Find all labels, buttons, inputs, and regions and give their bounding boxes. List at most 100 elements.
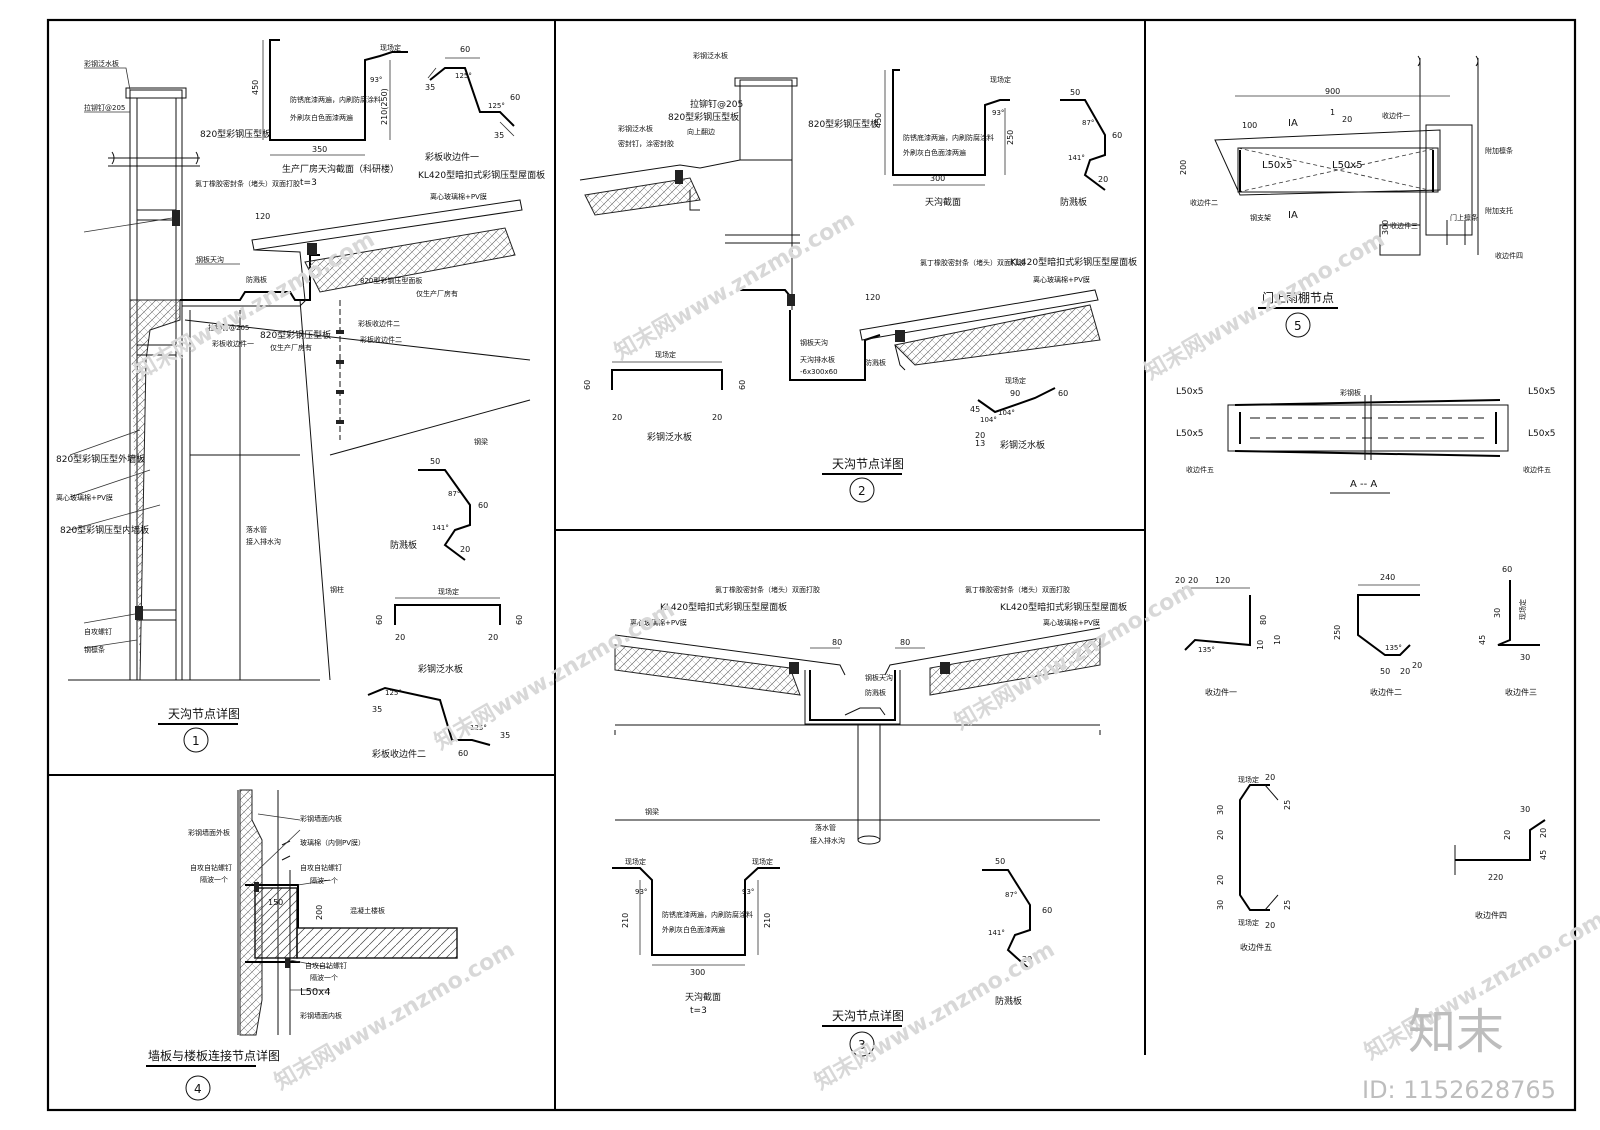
flashing-1-detail: 现场定 60 20 60 20 彩钢泛水板 (375, 587, 524, 675)
p4-label-every2: 隔波一个 (310, 876, 338, 885)
aa-l2: L50x5 (1528, 387, 1556, 397)
p5-dim-200: 200 (1179, 160, 1188, 175)
p2-fl-60b: 60 (738, 380, 747, 390)
p2-fr-title: 彩钢泛水板 (1000, 439, 1045, 451)
p2-gutter-250: 250 (1006, 130, 1015, 145)
panel1-number: 1 (192, 734, 200, 748)
trim2-angle: 125° (385, 689, 402, 697)
p4-label-concrete: 混凝土楼板 (350, 906, 385, 915)
t5-20c: 20 (1216, 830, 1225, 840)
p3-gutter-210: 210 (621, 913, 630, 928)
p3-label-splash: 防溅板 (865, 688, 886, 697)
panel-5-structure (1214, 55, 1479, 256)
t1-20: 20 (1175, 576, 1185, 585)
trim2-dim-35b: 35 (500, 731, 510, 740)
p3-splash: 50 87° 60 141° 20 防溅板 (982, 857, 1052, 1007)
label-trim2b: 彩板收边件二 (360, 335, 402, 344)
aa-panel: 彩钢板 (1340, 388, 1361, 397)
aa-l3: L50x5 (1176, 429, 1204, 439)
label-rivet: 拉铆钉@205 (84, 103, 125, 112)
trim2-angle-b: 125° (470, 724, 487, 732)
t2-250: 250 (1333, 625, 1342, 640)
p4-label-angle: L50x4 (300, 987, 331, 998)
label-downpipe: 落水管 (246, 525, 267, 534)
p5-dim-900: 900 (1325, 87, 1340, 96)
t1-80: 80 (1259, 615, 1268, 625)
t5-title: 收边件五 (1240, 942, 1272, 952)
label-wall-inner: 820型彩钢压型内墙板 (60, 524, 149, 536)
p2-splash-141: 141° (1068, 154, 1085, 162)
p2-fr-90: 90 (1010, 389, 1020, 398)
t2-20: 20 (1400, 667, 1410, 676)
t5-20b: 20 (1265, 921, 1275, 930)
t2-20b: 20 (1412, 661, 1422, 670)
trim2-dim-60: 60 (458, 749, 468, 758)
brand-logo: 知末 (1408, 1004, 1504, 1060)
p2-fl-20: 20 (612, 413, 622, 422)
p3-label-sealant-r: 氯丁橡胶密封条（堵头）双面打胶 (965, 585, 1070, 594)
p2-fr-13: 13 (975, 439, 985, 448)
p2-label-panel820: 820型彩钢压型板 (668, 111, 739, 123)
p3-splash-50: 50 (995, 857, 1005, 866)
p3-gutter-site2: 现场定 (752, 857, 773, 866)
splash-dim-50: 50 (430, 457, 440, 466)
p2-gutter-300: 300 (930, 174, 945, 183)
panel-1-leaders (69, 67, 240, 649)
aa-l1: L50x5 (1176, 387, 1204, 397)
p5-trim1: 收边件一 (1382, 111, 1410, 120)
t1-title: 收边件一 (1205, 687, 1237, 697)
t4-220: 220 (1488, 873, 1503, 882)
p2-label-flashing2: 彩钢泛水板 (618, 124, 653, 133)
label-inner-panel: 820型彩钢压型面板 (360, 276, 422, 285)
gutter-thickness: t=3 (300, 178, 317, 188)
p2-fr-104: 104° (980, 416, 997, 424)
gutter-section-1: 450 350 210(250) 防锈底漆两遍，内刷防腐涂料 外刷灰白色面漆两遍… (251, 39, 408, 188)
label-steel-beam: 钢梁 (474, 437, 488, 446)
label-purlin: 钢檩条 (84, 645, 105, 654)
t5-20d: 20 (1216, 875, 1225, 885)
panel-2-structure (579, 77, 1101, 381)
panel-3-structure (614, 627, 1101, 845)
label-wall-outer: 820型彩钢压型外墙板 (56, 453, 145, 465)
p2-splash-50: 50 (1070, 88, 1080, 97)
label-glasswool2: 离心玻璃棉+PV膜 (56, 493, 113, 502)
splash-dim-60: 60 (478, 501, 488, 510)
p2-label-plate-size: -6x300x60 (800, 368, 838, 376)
p2-label-rivet: 拉铆钉@205 (690, 98, 743, 110)
p5-trim4-detail: 30 20 45 20 220 收边件四 (1454, 805, 1548, 920)
trim1-title: 彩板收边件一 (425, 151, 479, 163)
p2-label-kl420: KL420型暗扣式彩钢压型屋面板 (1010, 256, 1137, 268)
p5-dim-20: 20 (1342, 115, 1352, 124)
t5-site2: 现场定 (1238, 918, 1259, 927)
t4-title: 收边件四 (1475, 910, 1507, 920)
p3-label-beam: 钢梁 (645, 807, 659, 816)
p5-section-aa (1227, 395, 1509, 460)
aa-trim5: 收边件五 (1186, 465, 1214, 474)
panel2-number: 2 (858, 484, 866, 498)
trim1-angle-b: 125° (488, 102, 505, 110)
p5-trim3: 收边件三 (1390, 221, 1418, 230)
dim-450: 450 (251, 80, 260, 95)
panel1-title: 天沟节点详图 (168, 706, 240, 721)
gutter-note2: 外刷灰白色面漆两遍 (290, 113, 353, 122)
p3-dim-80b: 80 (900, 638, 910, 647)
t3-site: 现场定 (1518, 599, 1527, 620)
p2-label-sealant: 氯丁橡胶密封条（堵头）双面打胶 (920, 258, 1025, 267)
gutter-note1: 防锈底漆两遍，内刷防腐涂料 (290, 95, 381, 104)
label-kl420: KL420型暗扣式彩钢压型屋面板 (418, 169, 545, 181)
p5-trim1-detail: 20 20 120 80 10 10 135° 收边件一 (1175, 576, 1282, 697)
t3-title: 收边件三 (1505, 687, 1537, 697)
label-splash: 防溅板 (246, 275, 267, 284)
sheet-frame (46, 18, 1577, 1112)
p4-label-glass: 玻璃棉（内侧PV膜） (300, 838, 365, 847)
p2-label-glasswool: 离心玻璃棉+PV膜 (1033, 275, 1090, 284)
p3-label-glasswool-r: 离心玻璃棉+PV膜 (1043, 618, 1100, 627)
p2-splash-20: 20 (1098, 175, 1108, 184)
p2-fl-60: 60 (583, 380, 592, 390)
gutter-section-title: 生产厂房天沟截面（科研楼） (282, 163, 399, 175)
p2-splash-title: 防溅板 (1060, 196, 1087, 208)
aa-title: A -- A (1350, 479, 1377, 490)
p5-extra-support: 附加支托 (1485, 206, 1513, 215)
t2-240: 240 (1380, 573, 1395, 582)
